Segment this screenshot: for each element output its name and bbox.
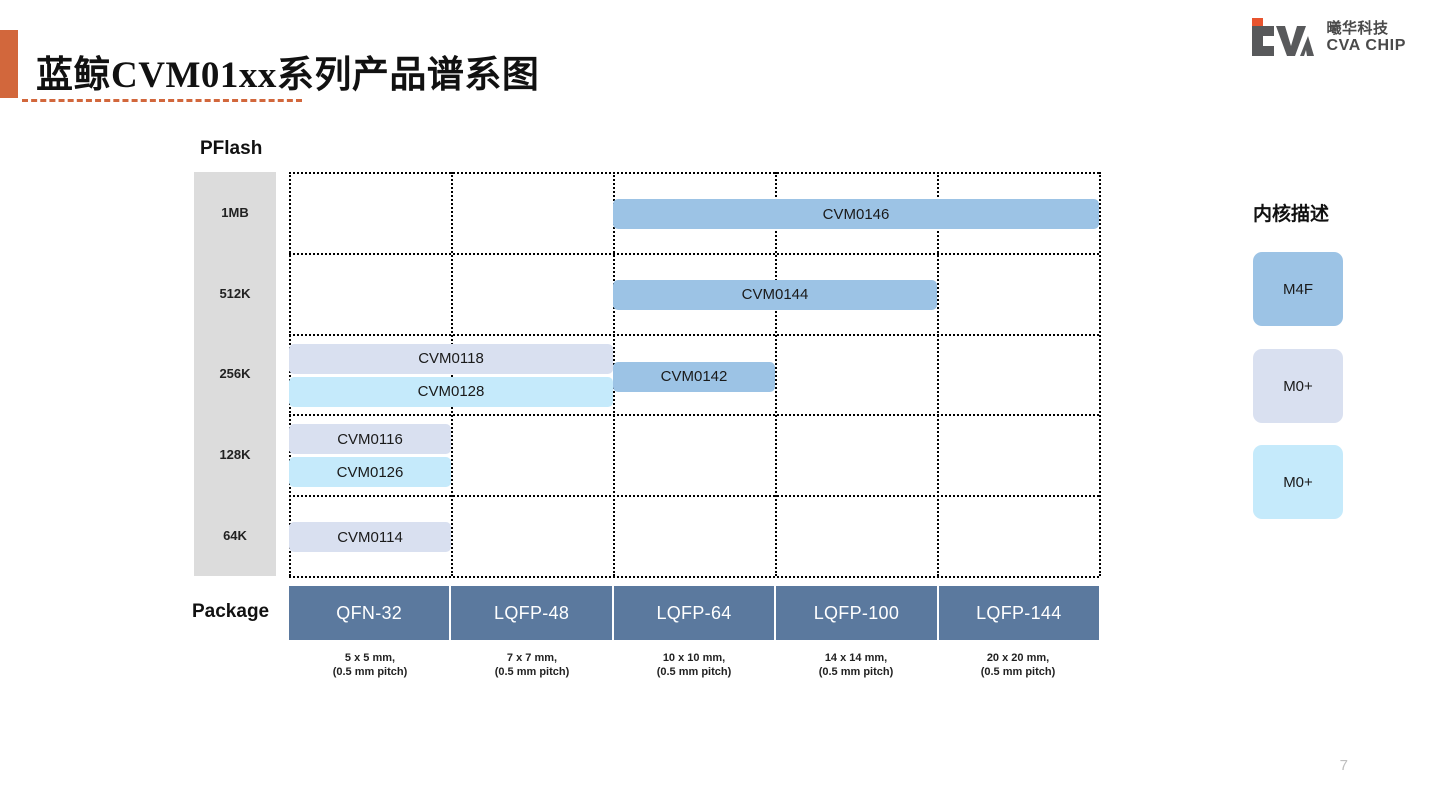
grid-line-horizontal (289, 333, 1099, 336)
product-bar-label: CVM0116 (337, 430, 403, 448)
grid-line-horizontal (289, 576, 1099, 578)
x-axis-title: Package (192, 601, 270, 622)
package-dimension-label: 14 x 14 mm,(0.5 mm pitch) (818, 652, 894, 678)
y-axis-tick: 1MB (221, 204, 249, 220)
package-cell[interactable]: QFN-32 (289, 586, 450, 640)
product-bar-label: CVM0146 (822, 205, 890, 223)
grid-line-horizontal (289, 414, 1099, 417)
package-dimension-label: 5 x 5 mm,(0.5 mm pitch) (332, 652, 408, 678)
logo-text: 曦华科技 CVA CHIP (1326, 19, 1406, 56)
product-bar-label: CVM0114 (337, 528, 403, 546)
package-dimension-label: 7 x 7 mm,(0.5 mm pitch) (494, 652, 570, 678)
product-bar-label: CVM0142 (660, 368, 728, 386)
product-bar-label: CVM0126 (336, 463, 404, 481)
product-bar[interactable]: CVM0114 (289, 522, 451, 553)
package-cell[interactable]: LQFP-100 (776, 586, 937, 640)
legend-chip-label: M0+ (1283, 473, 1313, 491)
y-axis-tick: 64K (223, 528, 247, 544)
title-accent-bar (0, 30, 18, 98)
grid-line-horizontal (289, 172, 1099, 174)
legend-chip[interactable]: M4F (1253, 252, 1343, 326)
y-axis-tick: 128K (219, 447, 251, 463)
product-bar-label: CVM0144 (741, 286, 809, 304)
grid-line-vertical (775, 172, 777, 576)
product-bar[interactable]: CVM0126 (289, 457, 451, 488)
grid-line-horizontal (289, 252, 1099, 255)
legend-chip-label: M4F (1283, 280, 1313, 298)
product-bar[interactable]: CVM0116 (289, 424, 451, 455)
package-cell[interactable]: LQFP-144 (938, 586, 1100, 640)
grid-line-vertical (289, 172, 291, 576)
page-number: 7 (1339, 757, 1348, 774)
cva-logo-mark-icon (1244, 18, 1318, 58)
legend-title: 内核描述 (1253, 204, 1330, 225)
logo-text-cn: 曦华科技 (1326, 19, 1389, 37)
product-bar[interactable]: CVM0142 (613, 361, 775, 392)
grid-line-vertical (1099, 172, 1101, 576)
grid-line-horizontal (289, 495, 1099, 498)
package-dimension-label: 10 x 10 mm,(0.5 mm pitch) (656, 652, 732, 678)
package-dimensions-row: 5 x 5 mm,(0.5 mm pitch) 7 x 7 mm,(0.5 mm … (289, 652, 1099, 680)
package-cell[interactable]: LQFP-48 (451, 586, 612, 640)
product-bar[interactable]: CVM0144 (613, 279, 937, 310)
y-axis-tick: 512K (219, 285, 251, 301)
package-cell[interactable]: LQFP-64 (613, 586, 775, 640)
legend-chip[interactable]: M0+ (1253, 445, 1343, 519)
brand-logo: 曦华科技 CVA CHIP (1244, 18, 1406, 58)
product-bar[interactable]: CVM0146 (613, 199, 1099, 229)
legend-chip[interactable]: M0+ (1253, 349, 1343, 423)
page-title: 蓝鲸CVM01xx系列产品谱系图 (36, 55, 540, 96)
y-axis-tick: 256K (219, 366, 251, 382)
title-underline (22, 99, 302, 102)
product-bar[interactable]: CVM0128 (289, 376, 613, 407)
y-axis-scale: 1MB 512K 256K 128K 64K (194, 172, 276, 576)
product-bar-label: CVM0128 (417, 383, 485, 401)
product-bar-label: CVM0118 (418, 350, 484, 368)
logo-text-en: CVA CHIP (1326, 37, 1406, 55)
grid-line-vertical (451, 172, 453, 576)
grid-line-vertical (937, 172, 939, 576)
product-bar[interactable]: CVM0118 (289, 343, 613, 374)
package-dimension-label: 20 x 20 mm,(0.5 mm pitch) (980, 652, 1056, 678)
legend-chip-label: M0+ (1283, 377, 1313, 395)
y-axis-title: PFlash (200, 138, 263, 159)
